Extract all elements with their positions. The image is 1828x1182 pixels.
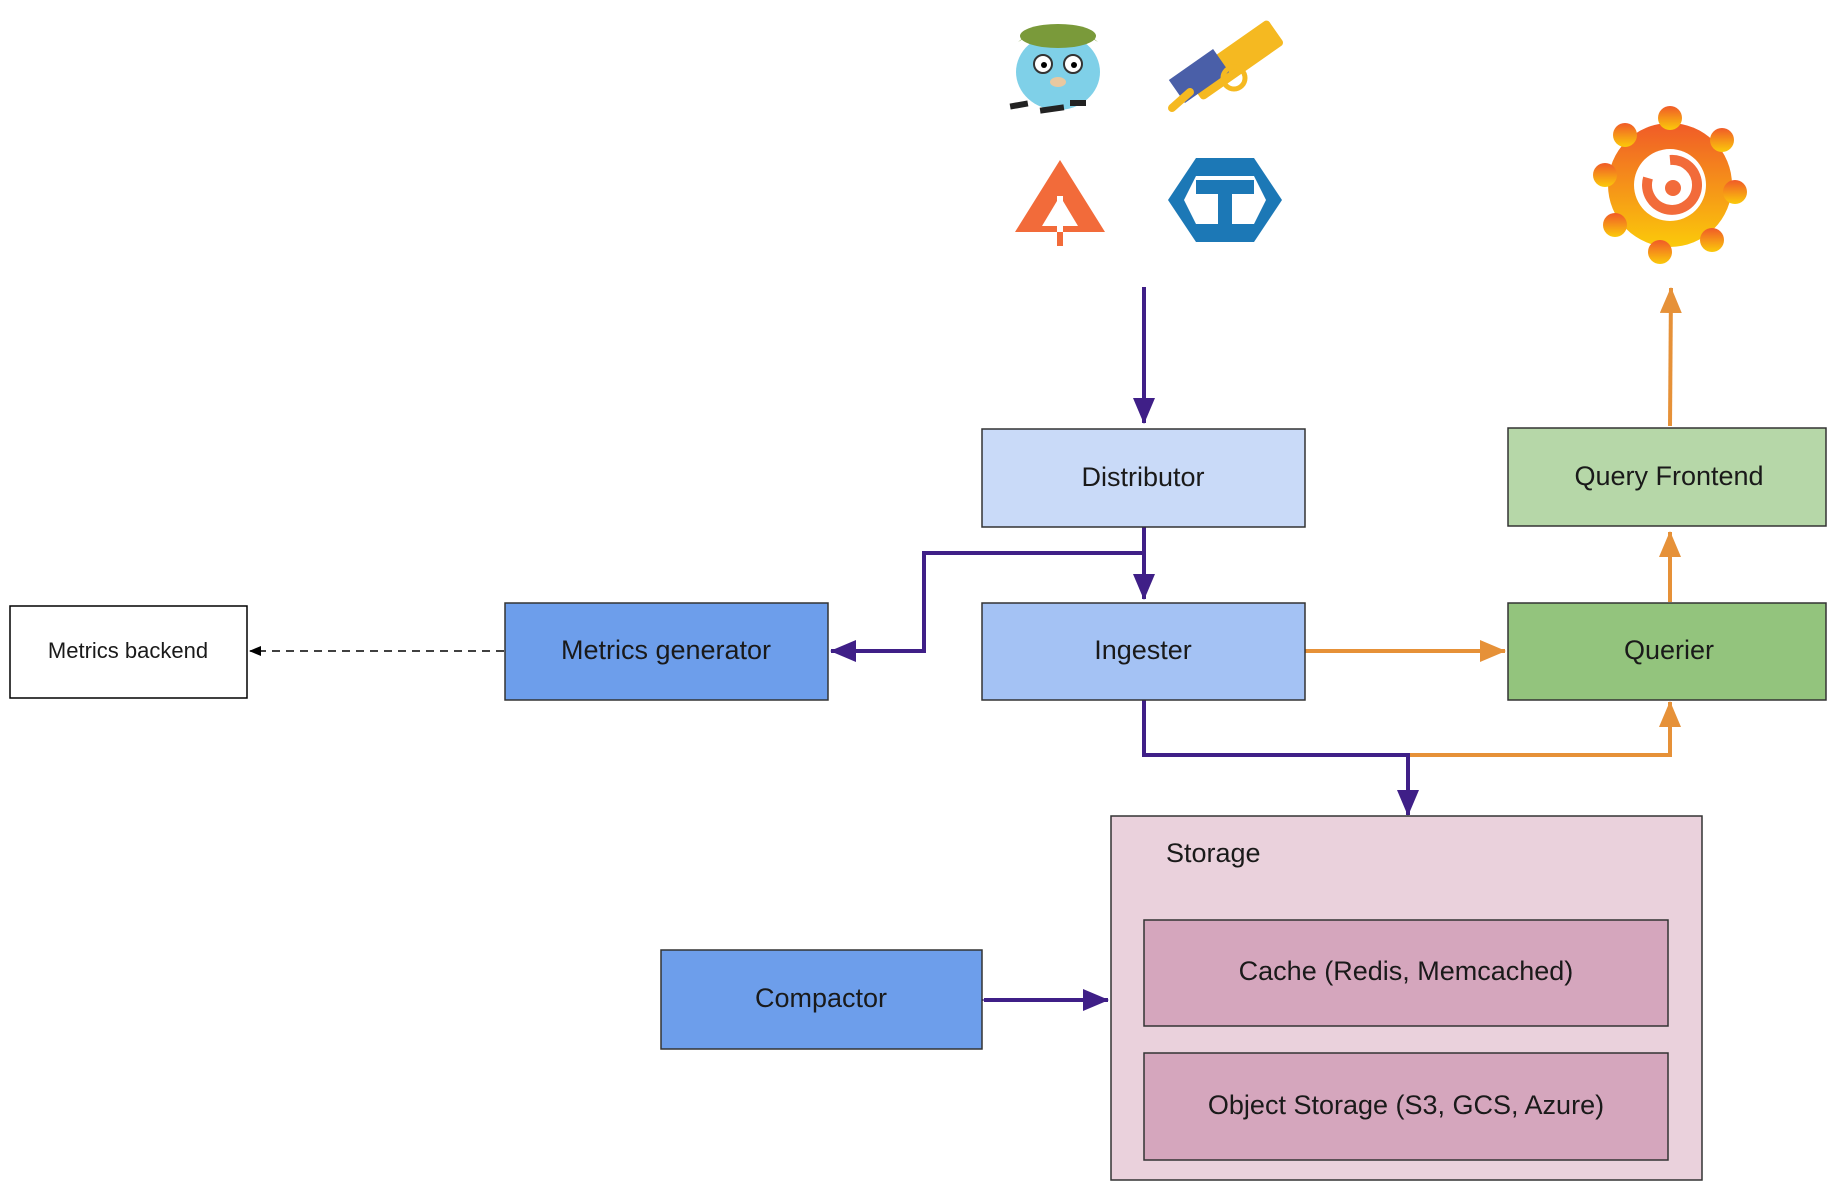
- cache-label: Cache (Redis, Memcached): [1239, 956, 1574, 986]
- metrics-generator-node: Metrics generator: [504, 602, 829, 701]
- ingester-label: Ingester: [1094, 635, 1192, 665]
- object-storage-node: Object Storage (S3, GCS, Azure): [1143, 1052, 1669, 1161]
- distributor-label: Distributor: [1081, 462, 1204, 492]
- edge-query-frontend-grafana: [1659, 287, 1682, 427]
- query-frontend-node: Query Frontend: [1507, 427, 1827, 527]
- object-storage-label: Object Storage (S3, GCS, Azure): [1208, 1090, 1604, 1120]
- compactor-label: Compactor: [755, 983, 887, 1013]
- distributor-node: Distributor: [981, 428, 1306, 528]
- query-frontend-label: Query Frontend: [1574, 461, 1763, 491]
- edge-storage-querier: [1408, 701, 1681, 757]
- metrics-generator-label: Metrics generator: [561, 635, 771, 665]
- metrics-backend-label: Metrics backend: [48, 638, 208, 663]
- jaeger-gopher-icon: [1009, 24, 1100, 114]
- storage-label: Storage: [1166, 838, 1261, 868]
- querier-node: Querier: [1507, 602, 1827, 701]
- telescope-icon: [1168, 20, 1283, 112]
- metrics-backend-node: Metrics backend: [9, 605, 248, 699]
- edge-distributor-metrics-generator: [830, 551, 1144, 662]
- compactor-node: Compactor: [660, 949, 983, 1050]
- querier-label: Querier: [1624, 635, 1714, 665]
- otel-t-icon: [1168, 158, 1282, 242]
- edge-ingester-storage: [1142, 700, 1419, 816]
- ingester-node: Ingester: [981, 602, 1306, 701]
- grafana-icon: [1593, 106, 1747, 264]
- storage-group: Storage Cache (Redis, Memcached) Object …: [1110, 815, 1703, 1181]
- opentelemetry-icon: [1015, 160, 1105, 246]
- cache-node: Cache (Redis, Memcached): [1143, 919, 1669, 1027]
